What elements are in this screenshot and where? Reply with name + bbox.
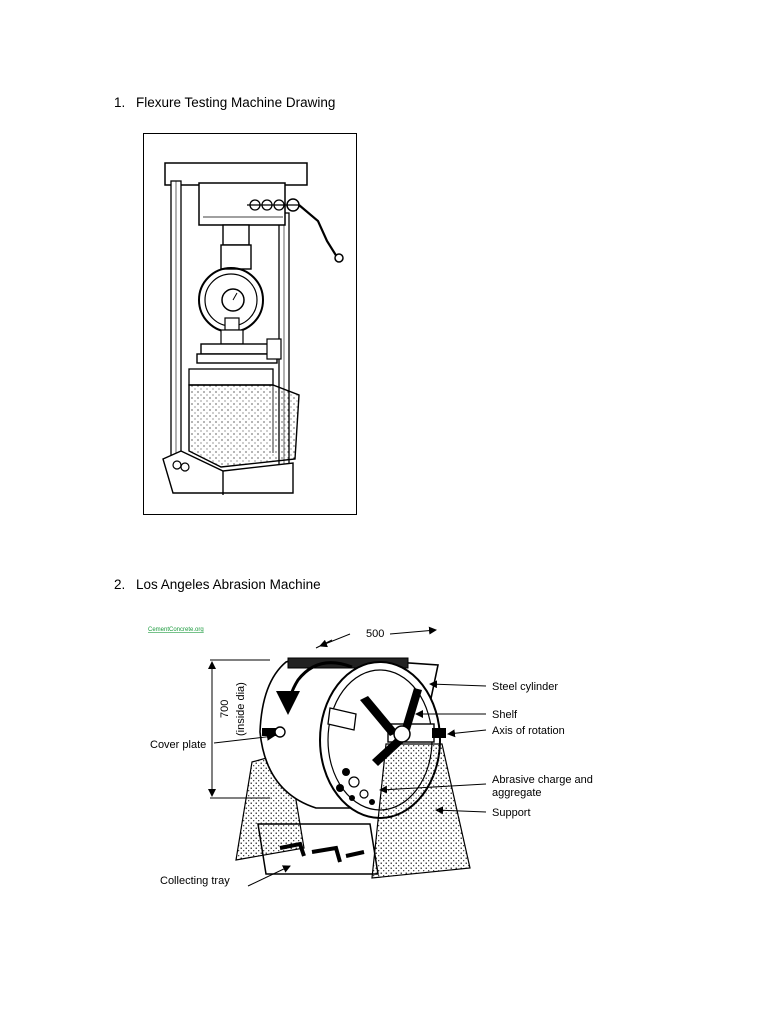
section-title: Flexure Testing Machine Drawing [136, 95, 336, 110]
section-heading-2: 2. Los Angeles Abrasion Machine [114, 577, 321, 592]
watermark-text: CementConcrete.org [148, 627, 204, 633]
label-abrasive-charge-line2: aggregate [492, 787, 542, 799]
label-axis-of-rotation: Axis of rotation [492, 725, 565, 737]
label-cover-plate: Cover plate [150, 739, 206, 751]
section-number: 1. [114, 95, 126, 110]
label-steel-cylinder: Steel cylinder [492, 681, 558, 693]
section-number: 2. [114, 577, 126, 592]
flexure-testing-machine-drawing [143, 133, 357, 515]
section-title: Los Angeles Abrasion Machine [136, 577, 321, 592]
label-support: Support [492, 807, 531, 819]
dimension-width-label: 500 [366, 628, 384, 640]
section-heading-1: 1. Flexure Testing Machine Drawing [114, 95, 335, 110]
label-abrasive-charge-line1: Abrasive charge and [492, 774, 593, 786]
label-shelf: Shelf [492, 709, 518, 721]
dimension-height-note: (inside dia) [235, 682, 247, 736]
dimension-height-label: 700 [219, 700, 231, 718]
los-angeles-abrasion-machine-diagram: CementConcrete.org 500 700 (inside dia) … [148, 626, 593, 887]
label-collecting-tray: Collecting tray [160, 875, 230, 887]
